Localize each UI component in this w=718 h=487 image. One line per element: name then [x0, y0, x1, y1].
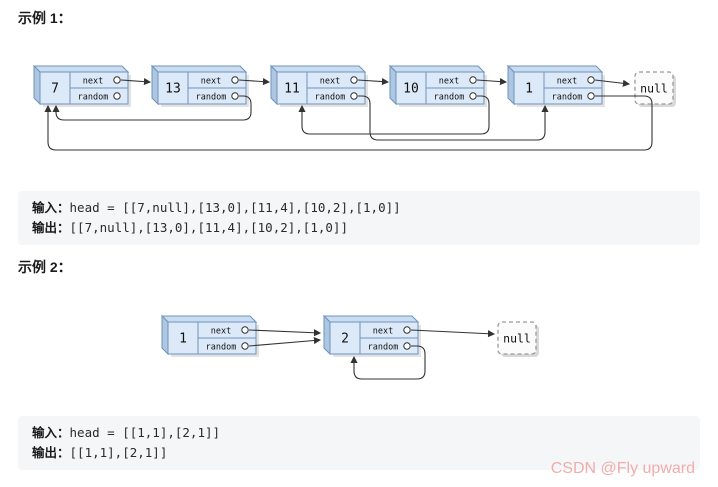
list-node — [33, 65, 132, 108]
input-line: 输入：head = [[7,null],[13,0],[11,4],[10,2]… — [32, 198, 686, 218]
input-value: head = [[1,1],[2,1]] — [69, 425, 221, 440]
node-value: 11 — [284, 82, 300, 97]
node-value: 7 — [51, 82, 59, 97]
csdn-watermark: CSDN @Fly upward — [550, 460, 695, 477]
next-arrow-to-null — [594, 79, 631, 87]
node-value: 1 — [525, 82, 533, 97]
list-node — [161, 315, 260, 358]
list-node — [323, 315, 422, 358]
random-self-loop-arrow — [350, 345, 426, 380]
input-label: 输入： — [32, 426, 70, 440]
node-value: 1 — [179, 332, 187, 347]
null-label: null — [503, 332, 531, 346]
next-arrow — [238, 78, 271, 86]
input-value: head = [[7,null],[13,0],[11,4],[10,2],[1… — [69, 200, 401, 215]
example1-diagram: 7 13 11 10 1 null — [33, 65, 677, 151]
output-line: 输出：[[7,null],[13,0],[11,4],[10,2],[1,0]] — [32, 218, 686, 238]
next-arrow-to-null — [410, 329, 496, 338]
null-label: null — [640, 82, 668, 96]
example1-io-block: 输入：head = [[7,null],[13,0],[11,4],[10,2]… — [18, 191, 700, 245]
node-value: 2 — [341, 332, 349, 347]
next-arrow — [476, 78, 508, 86]
node-value: 13 — [165, 82, 181, 97]
input-line: 输入：head = [[1,1],[2,1]] — [32, 423, 686, 443]
list-node — [507, 65, 606, 108]
example1-title: 示例 1： — [18, 10, 72, 26]
output-line: 输出：[[1,1],[2,1]] — [32, 443, 686, 463]
next-arrow — [357, 78, 390, 86]
node-value: 10 — [403, 82, 419, 97]
random-arrow — [298, 95, 490, 135]
example2-io-block: 输入：head = [[1,1],[2,1]] 输出：[[1,1],[2,1]] — [18, 416, 700, 470]
output-value: [[7,null],[13,0],[11,4],[10,2],[1,0]] — [69, 220, 348, 235]
random-arrow — [248, 336, 322, 347]
random-arrow — [358, 95, 549, 141]
output-label: 输出： — [32, 446, 70, 460]
random-arrow — [52, 95, 252, 121]
random-arrow — [44, 95, 653, 151]
output-value: [[1,1],[2,1]] — [69, 445, 168, 460]
output-label: 输出： — [32, 221, 70, 235]
next-arrow — [120, 78, 152, 86]
next-arrow — [248, 329, 322, 337]
example2-title: 示例 2： — [18, 259, 72, 275]
input-label: 输入： — [32, 201, 70, 215]
example2-diagram: 1 2 null — [161, 315, 540, 380]
